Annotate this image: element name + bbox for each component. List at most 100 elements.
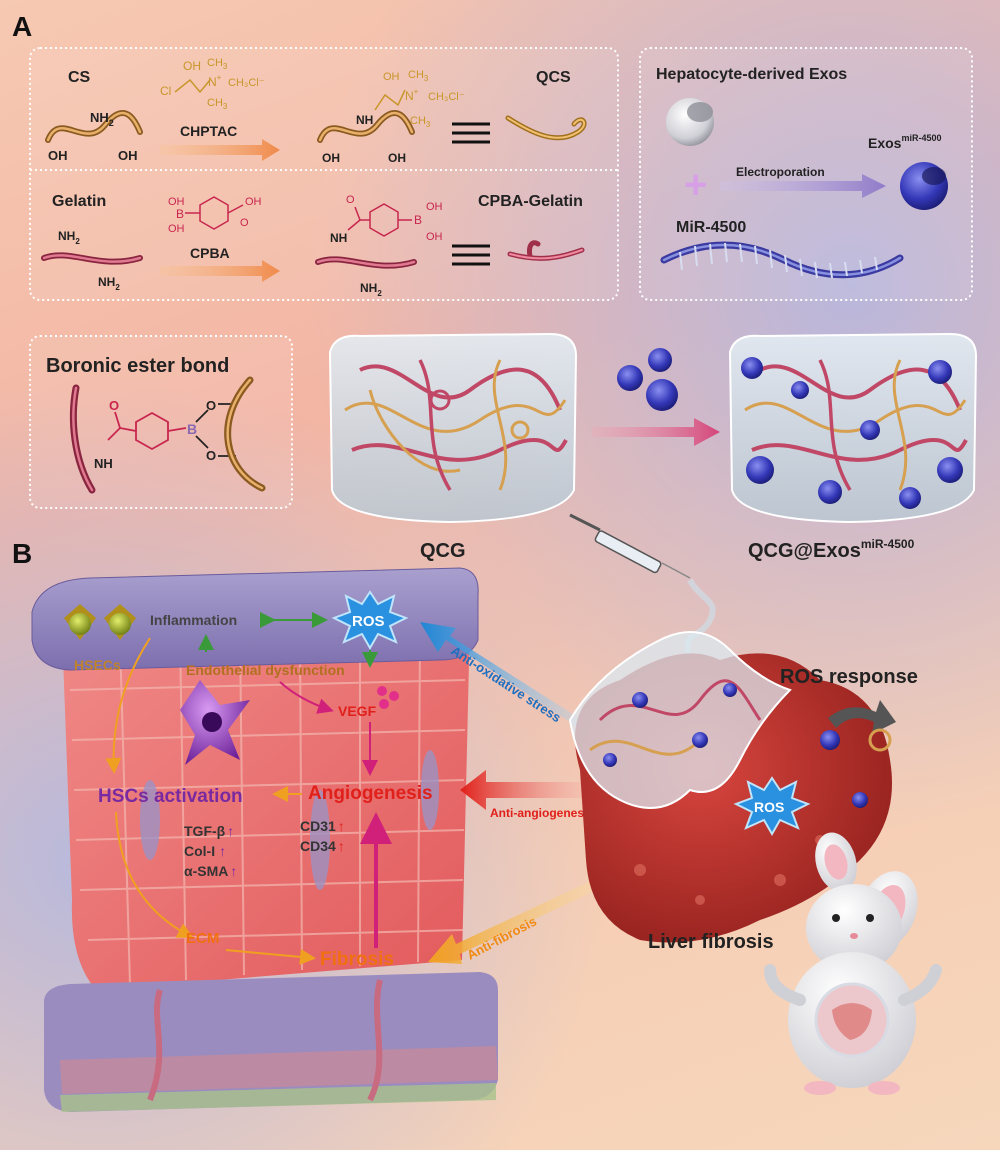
cpba-gelatin-label: CPBA-Gelatin [478, 193, 583, 210]
chptac-label: CHPTAC [180, 123, 237, 139]
ecm-label: ECM [186, 930, 219, 947]
asma-label: α-SMA↑ [184, 863, 237, 879]
hsecs-label: HSECs [74, 657, 121, 673]
cpba-arrow [160, 260, 280, 282]
ros-star-liver-icon [733, 776, 811, 837]
svg-text:CH3: CH3 [408, 69, 429, 83]
svg-text:CH₃Cl⁻: CH₃Cl⁻ [428, 91, 465, 103]
svg-text:OH: OH [48, 148, 68, 163]
svg-text:CH3: CH3 [410, 115, 431, 129]
qcg-label: QCG [420, 540, 466, 562]
synthesis-box [29, 47, 619, 301]
svg-text:O: O [206, 448, 216, 463]
ros-response-label: ROS response [780, 666, 918, 688]
svg-text:Cl: Cl [160, 84, 171, 98]
svg-text:OH: OH [388, 151, 406, 165]
ros-liver-label: ROS [754, 799, 784, 815]
boronic-ester-structure: O NH B O O [69, 376, 266, 494]
electroporation-arrow [720, 174, 886, 198]
panel-b-label: B [12, 538, 32, 569]
svg-text:B: B [176, 207, 184, 221]
exos-mir-icon [900, 162, 948, 210]
svg-text:OH: OH [168, 223, 185, 235]
ros-star-icon [331, 590, 409, 651]
syringe-icon [569, 513, 691, 579]
exosome-box [639, 47, 973, 301]
liver-fibrosis-label: Liver fibrosis [648, 931, 774, 953]
svg-text:OH: OH [426, 231, 443, 243]
hsec-cells [64, 604, 136, 640]
qcg-exos-hydrogel [728, 332, 978, 524]
qcg-hydrogel [328, 332, 578, 524]
angiogenesis-label: Angiogenesis [308, 783, 433, 804]
svg-text:O: O [240, 217, 249, 229]
fibrosis-label: Fibrosis [320, 949, 394, 970]
svg-text:NH: NH [330, 231, 347, 245]
ros-label: ROS [352, 613, 385, 630]
mouse-illustration [764, 832, 942, 1095]
cd31-label: CD31↑ [300, 818, 345, 834]
equivalence-symbol-2 [452, 244, 490, 266]
exos-mir-label: ExosmiR-4500 [868, 133, 942, 151]
free-exosomes [617, 348, 678, 411]
hscs-activation-label: HSCs activation [98, 786, 243, 807]
plus-sign: + [684, 163, 707, 207]
svg-text:N+: N+ [405, 87, 419, 103]
electroporation-label: Electroporation [736, 165, 825, 179]
mirna-strand [660, 241, 904, 279]
cd34-label: CD34↑ [300, 838, 345, 854]
svg-text:OH: OH [426, 201, 443, 213]
vegf-label: VEGF [338, 703, 377, 719]
cs-label: CS [68, 69, 91, 86]
svg-text:B: B [187, 421, 197, 437]
qcg-exos-label: QCG@ExosmiR-4500 [748, 537, 915, 562]
svg-text:CH3: CH3 [207, 57, 228, 71]
anti-fibrosis-arrow [428, 872, 614, 964]
svg-text:OH: OH [322, 151, 340, 165]
boronic-label: Boronic ester bond [46, 355, 229, 377]
svg-text:CH3: CH3 [207, 97, 228, 111]
equivalence-symbol [452, 122, 490, 144]
top-vessel [31, 567, 479, 671]
svg-text:N+: N+ [208, 73, 222, 89]
svg-text:NH2: NH2 [360, 281, 382, 298]
qcs-label: QCS [536, 69, 571, 86]
cpba-label: CPBA [190, 245, 230, 261]
svg-text:NH: NH [356, 113, 373, 127]
cpba-structure [185, 196, 244, 230]
svg-text:NH2: NH2 [98, 275, 120, 292]
anti-angiogenesis-arrow [460, 770, 592, 810]
endothelial-label: Endothelial dysfunction [186, 662, 345, 678]
col-label: Col-I↑ [184, 843, 226, 859]
gelatin-label: Gelatin [52, 193, 106, 210]
loading-arrow [592, 418, 720, 446]
svg-text:NH2: NH2 [90, 110, 114, 128]
inflammation-label: Inflammation [150, 612, 237, 628]
liver-illustration [568, 631, 892, 943]
svg-text:B: B [414, 213, 422, 227]
boronic-box [29, 335, 293, 509]
ros-response-arrow [828, 700, 896, 734]
anti-oxidative-arrow [420, 622, 604, 742]
hsc-cell [180, 680, 250, 765]
svg-text:OH: OH [383, 71, 400, 83]
svg-text:OH: OH [168, 196, 185, 208]
tgf-label: TGF-β↑ [184, 823, 234, 839]
svg-text:OH: OH [183, 59, 201, 73]
panel-a-label: A [12, 11, 32, 42]
vegf-icon [377, 686, 399, 709]
hep-exos-label: Hepatocyte-derived Exos [656, 66, 847, 83]
anti-angiogenesis-label: Anti-angiogenesis [490, 806, 594, 820]
svg-text:NH: NH [94, 456, 113, 471]
chptac-arrow [160, 139, 280, 161]
mir-4500-label: MiR-4500 [676, 219, 746, 236]
svg-text:OH: OH [118, 148, 138, 163]
svg-text:O: O [346, 194, 355, 206]
svg-text:NH2: NH2 [58, 229, 80, 246]
svg-text:O: O [206, 398, 216, 413]
svg-text:O: O [109, 398, 119, 413]
svg-text:CH₃Cl⁻: CH₃Cl⁻ [228, 77, 265, 89]
hepatocyte-exosome-icon [666, 98, 714, 146]
